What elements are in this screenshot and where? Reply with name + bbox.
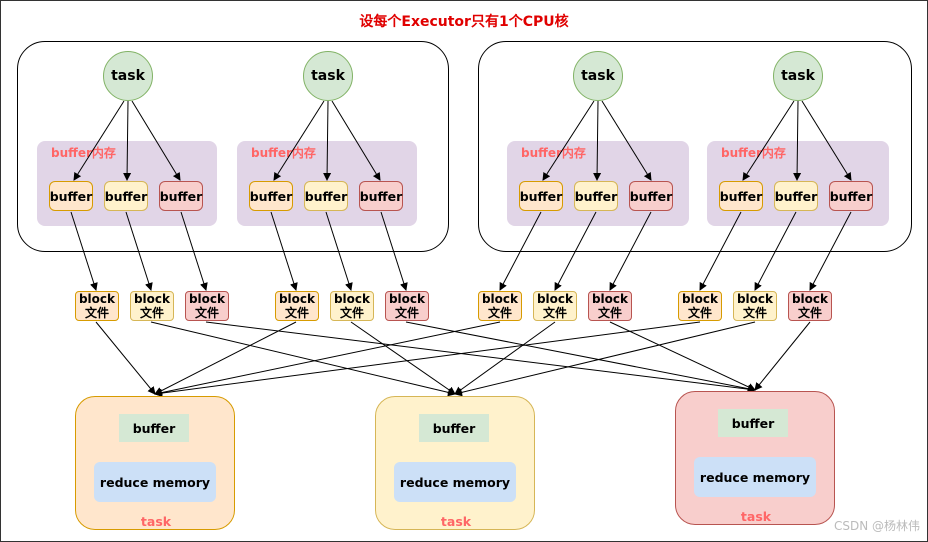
diagram-title: 设每个Executor只有1个CPU核 [359,14,569,30]
block-label: block [278,292,316,306]
buffer-4-2: buffer [774,181,818,211]
buffer-2-2: buffer [304,181,348,211]
file-label: 文件 [194,306,219,320]
buffer-label: buffer [719,188,763,204]
block-label: block [388,292,426,306]
file-label: 文件 [487,306,512,320]
block-label: block [791,292,829,306]
buffer-1-1: buffer [49,181,93,211]
block-label: block [133,292,171,306]
buffer-2-3: buffer [359,181,403,211]
block-label: block [78,292,116,306]
block-label: block [481,292,519,306]
buffer-1-3: buffer [159,181,203,211]
buffer-label: buffer [774,188,818,204]
map-task-2: task [303,51,353,101]
map-task-1: task [103,51,153,101]
task-label: task [111,68,145,84]
reduce-memory: reduce memory [394,462,516,502]
reduce-task-1: buffer reduce memory task [75,396,235,530]
reduce-task-label: task [440,514,472,529]
block-label: block [681,292,719,306]
buffer-memory-label: buffer内存 [51,146,116,160]
block-label: block [536,292,574,306]
buffer-label: buffer [159,188,203,204]
reduce-buffer: buffer [119,414,189,442]
buffer-memory-label: buffer内存 [521,146,586,160]
block-label: block [591,292,629,306]
buffer-label: buffer [304,188,348,204]
file-label: 文件 [394,306,419,320]
file-label: 文件 [797,306,822,320]
reduce-memory: reduce memory [694,457,816,497]
buffer-4-1: buffer [719,181,763,211]
file-label: 文件 [542,306,567,320]
map-task-3: task [573,51,623,101]
buffer-label: buffer [104,188,148,204]
watermark: CSDN @杨林伟 [833,519,920,533]
block-label: block [188,292,226,306]
buffer-1-2: buffer [104,181,148,211]
reduce-memory: reduce memory [94,462,216,502]
map-task-4: task [773,51,823,101]
file-label: 文件 [597,306,622,320]
buffer-4-3: buffer [829,181,873,211]
buffer-label: buffer [829,188,873,204]
buffer-3-1: buffer [519,181,563,211]
buffer-label: buffer [49,188,93,204]
block-label: block [333,292,371,306]
reduce-task-label: task [740,509,772,524]
buffer-label: buffer [629,188,673,204]
file-label: 文件 [687,306,712,320]
buffer-label: buffer [359,188,403,204]
reduce-task-2: buffer reduce memory task [375,396,535,530]
file-label: 文件 [284,306,309,320]
buffer-2-1: buffer [249,181,293,211]
reduce-buffer: buffer [419,414,489,442]
reduce-task-3: buffer reduce memory task [675,391,835,525]
file-label: 文件 [139,306,164,320]
file-label: 文件 [339,306,364,320]
reduce-task-label: task [140,514,172,529]
reduce-buffer: buffer [718,409,788,437]
buffer-memory-label: buffer内存 [251,146,316,160]
task-label: task [781,68,815,84]
buffer-3-3: buffer [629,181,673,211]
file-label: 文件 [84,306,109,320]
task-label: task [581,68,615,84]
buffer-3-2: buffer [574,181,618,211]
file-label: 文件 [742,306,767,320]
block-label: block [736,292,774,306]
buffer-label: buffer [574,188,618,204]
buffer-memory-label: buffer内存 [721,146,786,160]
buffer-label: buffer [249,188,293,204]
task-label: task [311,68,345,84]
buffer-label: buffer [519,188,563,204]
